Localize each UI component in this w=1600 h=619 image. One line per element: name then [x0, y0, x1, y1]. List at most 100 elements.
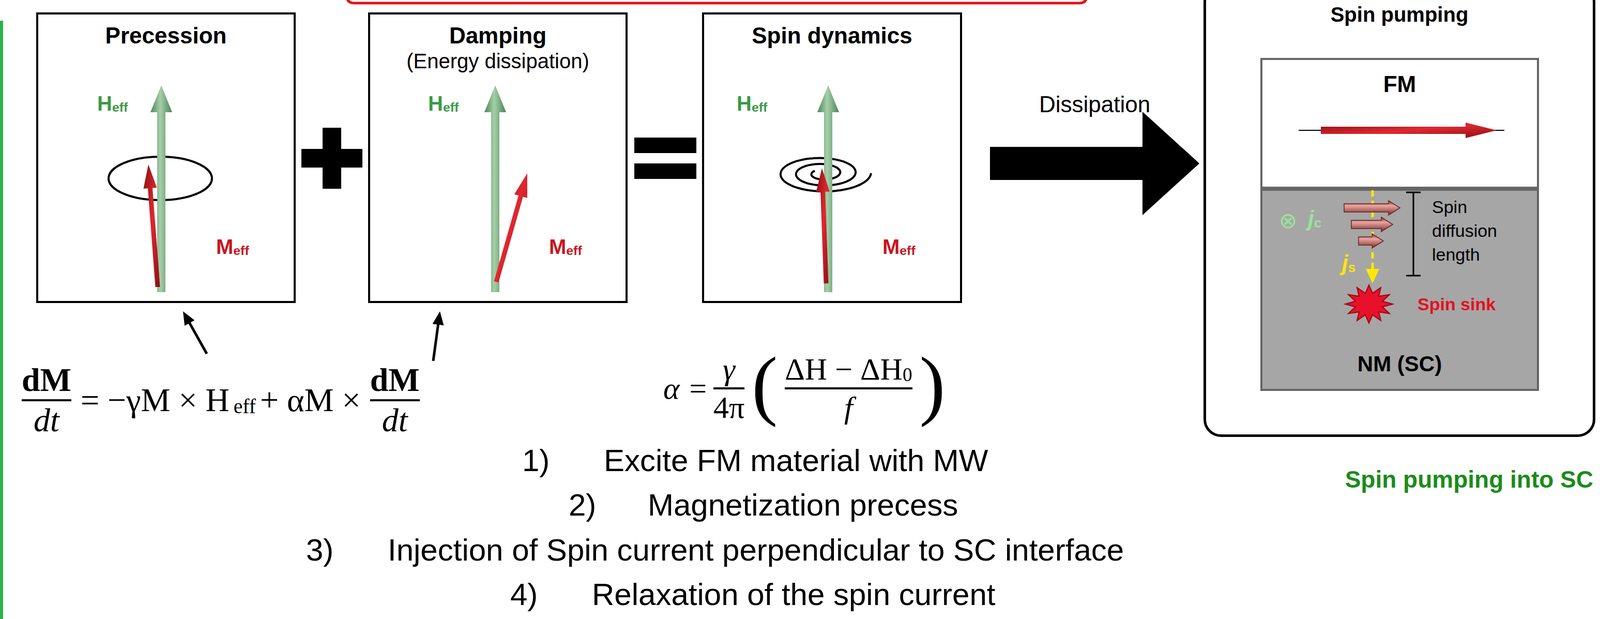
fraction: γ4π: [713, 352, 745, 425]
spin-sink-burst: [1345, 284, 1393, 324]
subscript: eff: [233, 243, 249, 258]
field-label: H: [736, 92, 752, 115]
equation-term: dM: [370, 361, 420, 399]
diffusion-length-label: Spin diffusion length: [1431, 195, 1523, 267]
spin-current-line: [1371, 190, 1375, 269]
fm-magnetization-arrow: [1320, 122, 1497, 139]
denominator: 4π: [713, 390, 745, 425]
leader-arrow: [432, 311, 445, 361]
spin-current-label: j: [1342, 251, 1349, 276]
bracket: (: [751, 345, 778, 423]
box-title: NM (SC): [1357, 351, 1442, 377]
step-text: Excite FM material with MW: [603, 443, 988, 478]
denominator: dt: [33, 402, 60, 439]
subscript: eff: [233, 395, 256, 419]
spin-sink-label: Spin sink: [1417, 294, 1496, 314]
magnetization-arrow: [494, 173, 528, 283]
subscript: eff: [566, 243, 582, 258]
equation-term: 4π: [713, 390, 745, 425]
denominator: f: [844, 390, 853, 425]
step-number: 2): [568, 488, 597, 523]
step-number: 1): [522, 443, 550, 478]
field-label: H: [428, 92, 444, 115]
fraction: ΔH − ΔH0f: [784, 352, 912, 425]
into-page-symbol: ⊗: [1278, 208, 1298, 233]
plus-sign: [301, 127, 363, 189]
spin-arrow: [1344, 200, 1400, 216]
panel-box: Spin pumpingFM NM (SC): [1203, 0, 1596, 437]
spin-current-label: js: [1342, 251, 1356, 276]
equation-term: dt: [33, 402, 60, 439]
magnetization-label: M: [549, 235, 567, 258]
numerator: dM: [21, 361, 72, 399]
step-text: Injection of Spin current perpendicular …: [387, 532, 1124, 568]
magnetization-arrow: [143, 164, 161, 287]
subscript: c: [1314, 215, 1322, 231]
fraction: dMdt: [21, 361, 72, 439]
llg-equation: dMdt= −γM × Heff+ αM ×dMdt: [16, 361, 425, 439]
equation-term: + αM ×: [260, 382, 361, 419]
box-title: Spin pumping: [1330, 2, 1469, 27]
equation-term: = −γM × H: [80, 382, 230, 419]
field-label: Heff: [428, 92, 459, 115]
numerator: γ: [722, 352, 736, 387]
fraction-bar: [713, 387, 745, 390]
step-text: Relaxation of the spin current: [591, 577, 996, 612]
step-number: 1): [522, 443, 550, 478]
spin-current-head: [1365, 268, 1380, 284]
step-text: Injection of Spin current perpendicular …: [387, 532, 1124, 568]
subscript: eff: [751, 100, 768, 115]
magnetization-arrow: [816, 168, 830, 284]
layer-box: FM: [1260, 57, 1539, 189]
numerator: ΔH − ΔH0: [784, 352, 912, 387]
step-number: 3): [306, 532, 334, 568]
panel-caption: Spin pumping into SC: [1345, 466, 1594, 493]
box-title: Spin dynamics: [751, 22, 913, 50]
magnetization-label: Meff: [882, 235, 916, 258]
step-text: Relaxation of the spin current: [591, 577, 996, 612]
field-label: Heff: [97, 92, 128, 115]
subscript: eff: [112, 100, 128, 115]
damping-equation: α =γ4π(ΔH − ΔH0f): [663, 349, 948, 428]
magnetization-label: Meff: [216, 235, 250, 258]
box-subtitle: (Energy dissipation): [406, 49, 590, 73]
fraction: dMdt: [370, 361, 420, 439]
charge-current-label: jc: [1307, 206, 1322, 231]
denominator: dt: [382, 402, 408, 439]
diffusion-length-label: Spin diffusion length: [1431, 195, 1523, 267]
step-number: 4): [510, 577, 538, 612]
fraction-bar: [784, 387, 912, 390]
box-title: Precession: [105, 22, 227, 50]
subscript: 0: [902, 364, 913, 386]
panel-caption: Spin pumping into SC: [1345, 466, 1594, 493]
step-number: 2): [568, 488, 597, 523]
step-text: Magnetization precess: [647, 488, 958, 523]
step-number: 3): [306, 532, 334, 568]
top-banner: [346, 0, 1087, 4]
spin-arrow: [1358, 233, 1384, 249]
fraction-bar: [370, 399, 420, 402]
fraction-bar: [21, 399, 72, 402]
field-label: Heff: [736, 92, 768, 115]
bracket: ): [919, 345, 946, 423]
magnetization-label: Meff: [549, 235, 583, 258]
length-bracket: [1406, 192, 1421, 276]
numerator: dM: [370, 361, 420, 399]
charge-current-label: j: [1307, 206, 1315, 231]
edge-label-box: Dissipation: [1039, 92, 1151, 117]
into-page-symbol: ⊗: [1278, 208, 1298, 233]
step-text: Excite FM material with MW: [603, 443, 988, 478]
box-title: Damping: [449, 22, 547, 50]
equation-term: γ: [722, 352, 736, 387]
equation-term: ΔH − ΔH: [784, 352, 903, 387]
side-bar: [0, 20, 4, 619]
equation-term: α =: [663, 371, 709, 406]
dissipation-arrow: [989, 111, 1200, 216]
leader-arrow: [183, 311, 208, 355]
box-title: FM: [1383, 71, 1417, 98]
magnetization-label: M: [882, 235, 900, 258]
subscript: s: [1348, 260, 1356, 276]
edge-label: Dissipation: [1039, 92, 1151, 117]
spin-arrow: [1351, 217, 1393, 232]
